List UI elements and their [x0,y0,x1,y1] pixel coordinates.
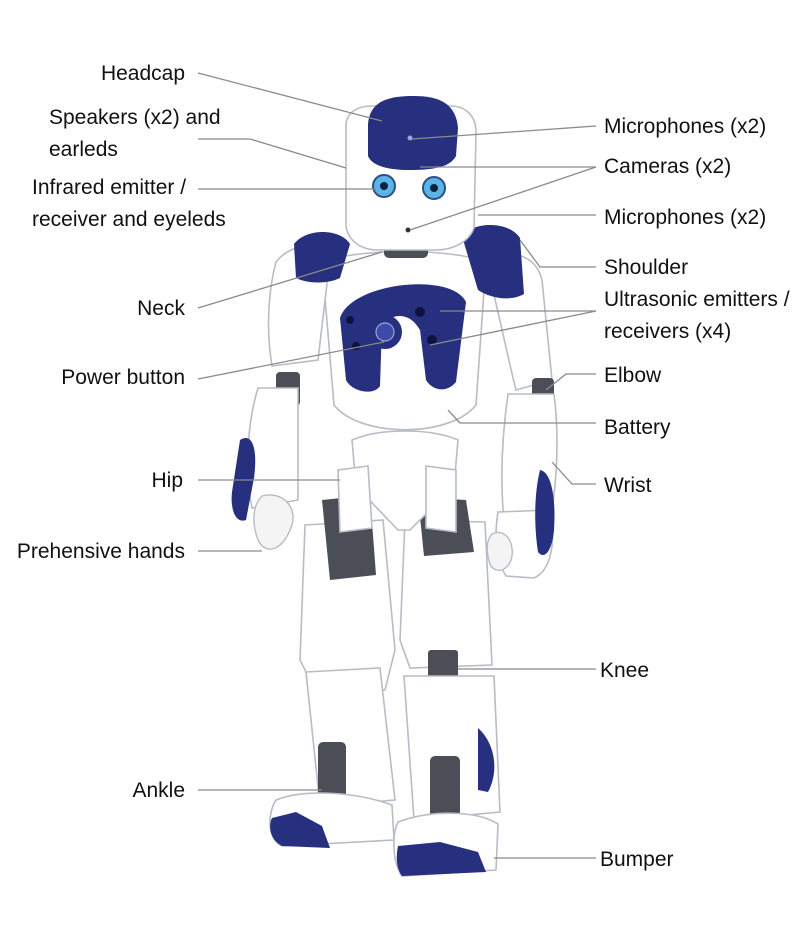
head [345,96,477,251]
label-speakers-line1: Speakers (x2) and [49,106,221,129]
left-leg [269,495,396,848]
label-prehensive-hands: Prehensive hands [17,540,185,563]
label-battery: Battery [604,416,671,439]
label-hip: Hip [151,469,183,492]
label-ankle: Ankle [132,779,185,802]
label-ultrasonic-line2: receivers (x4) [604,320,731,343]
right-leg [393,497,501,877]
label-infrared-line2: receiver and eyeleds [32,208,226,231]
label-elbow: Elbow [604,364,662,387]
left-labels: Headcap Speakers (x2) and earleds Infrar… [17,62,226,802]
left-arm [231,232,350,550]
label-power-button: Power button [61,366,185,389]
label-speakers-line2: earleds [49,138,118,161]
label-cameras: Cameras (x2) [604,155,731,178]
robot-illustration [231,96,558,877]
right-labels: Microphones (x2) Cameras (x2) Microphone… [600,115,790,871]
label-headcap: Headcap [101,62,185,85]
label-infrared-line1: Infrared emitter / [32,176,186,199]
label-wrist: Wrist [604,474,652,497]
label-knee: Knee [600,659,649,682]
leader-lines [197,72,597,859]
label-ultrasonic-line1: Ultrasonic emitters / [604,288,790,311]
torso [321,250,487,431]
label-shoulder: Shoulder [604,256,688,279]
label-microphones-top: Microphones (x2) [604,115,766,138]
label-neck: Neck [137,297,185,320]
label-microphones-side: Microphones (x2) [604,206,766,229]
label-bumper: Bumper [600,848,674,871]
right-arm [462,225,558,579]
pelvis [337,430,459,533]
